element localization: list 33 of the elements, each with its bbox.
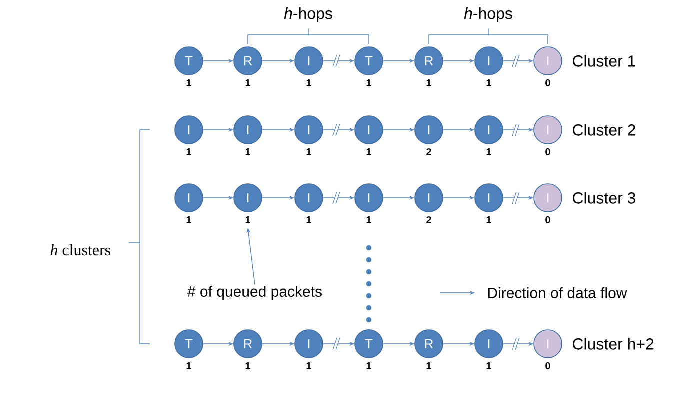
packet-count: 0 [546, 216, 550, 224]
packet-count: 1 [186, 216, 192, 224]
packet-count: 1 [486, 362, 492, 370]
packet-count: 1 [486, 80, 492, 86]
packet-count: 1 [306, 362, 312, 370]
packet-count: 1 [246, 216, 250, 224]
packet-count: 1 [306, 216, 312, 224]
packet-count: 1 [366, 148, 372, 156]
packet-count: 1 [246, 80, 250, 86]
packet-count: 1 [186, 148, 192, 156]
label: h-hops [284, 8, 332, 22]
packet-count: 0 [546, 362, 550, 370]
packet-count: 1 [366, 362, 372, 370]
legend-text: Direction of data flow [488, 287, 628, 298]
packet-count: 1 [246, 148, 250, 156]
label: h-hops [464, 8, 512, 22]
packet-count: 1 [186, 80, 192, 86]
annotation-text: # of queued packets [188, 286, 322, 300]
packet-count: 1 [486, 216, 492, 224]
packet-count: 2 [426, 216, 432, 224]
packet-count: 1 [426, 362, 432, 370]
packet-count: 1 [366, 80, 372, 86]
packet-count: 1 [486, 148, 492, 156]
label: h clusters [50, 244, 110, 256]
packet-count: 0 [546, 79, 550, 87]
packet-count: 1 [306, 148, 312, 156]
packet-count: 1 [246, 362, 250, 370]
packet-count: 1 [306, 80, 312, 86]
packet-count: 1 [186, 362, 192, 370]
packet-count: 2 [426, 148, 432, 156]
packet-count: 0 [546, 148, 550, 156]
packet-count: 1 [426, 80, 432, 86]
packet-count: 1 [366, 216, 372, 224]
